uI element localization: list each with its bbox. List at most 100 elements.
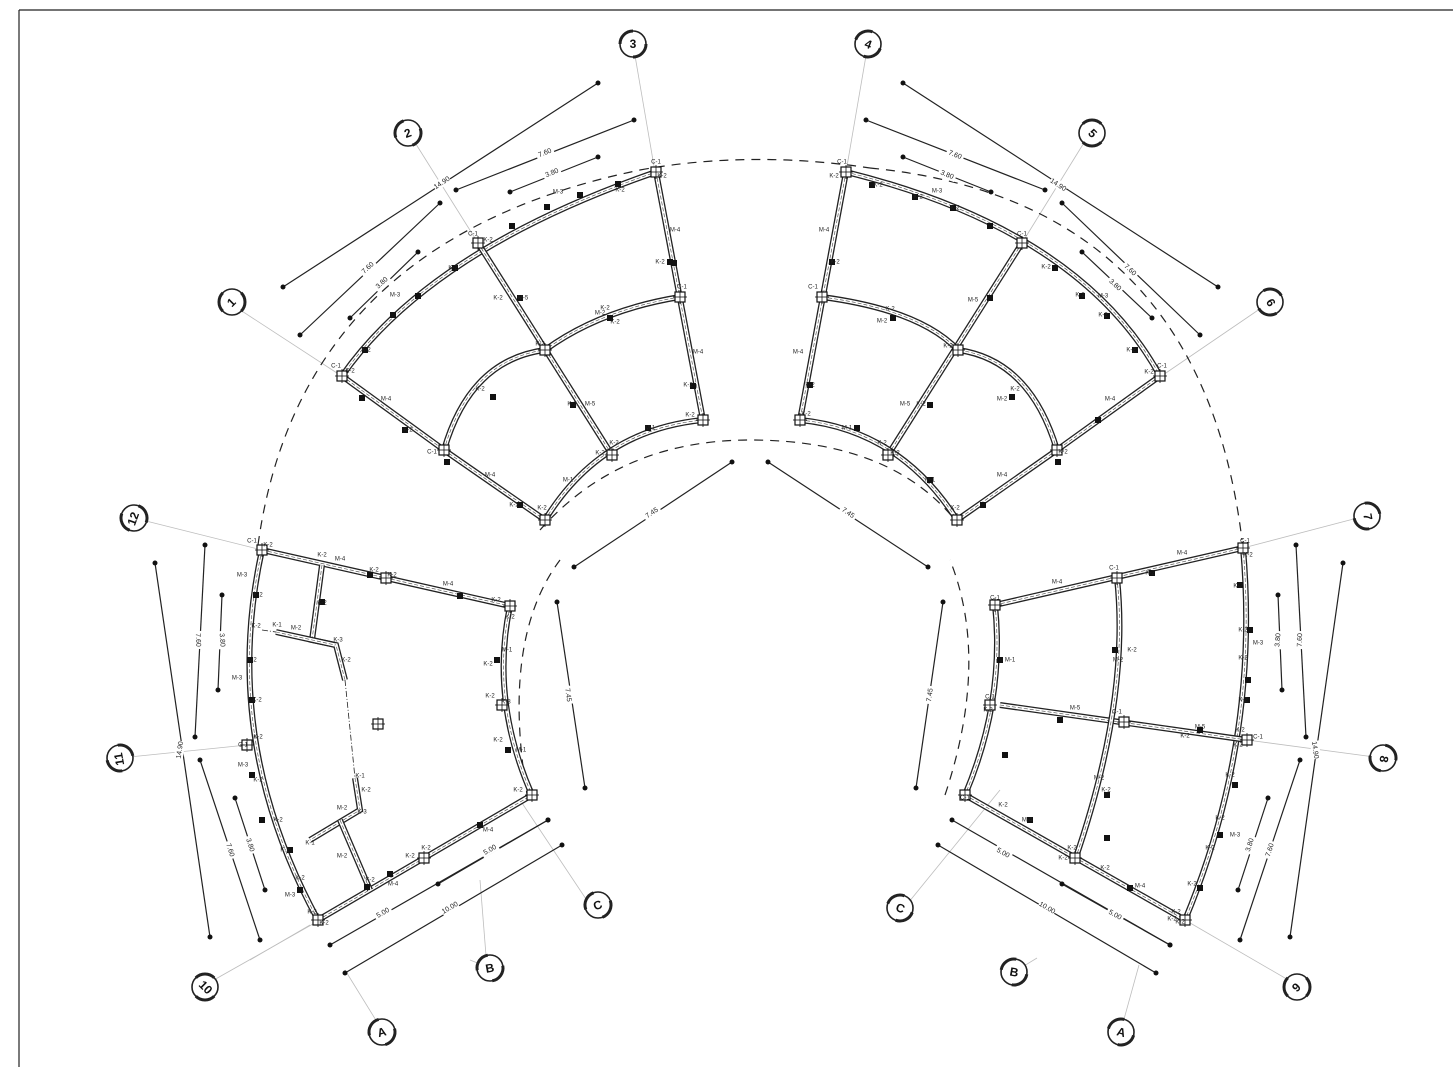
wall-centerline: [249, 549, 319, 921]
wall-centerline: [341, 375, 445, 451]
dimension-label-bg: [217, 630, 228, 650]
element-mark: K-3: [333, 638, 343, 644]
dimension-label: 3.80: [1245, 837, 1256, 852]
dimension-end: [1265, 795, 1271, 801]
element-mark: K-2: [535, 342, 545, 348]
beam-block: [615, 181, 621, 187]
dimension-label-bg: [1242, 834, 1257, 855]
dashed-guide-arc: [639, 158, 871, 171]
beam-block: [1055, 459, 1061, 465]
element-mark: K-2: [1127, 648, 1137, 654]
element-mark: C-1: [1240, 539, 1250, 545]
element-mark: K-2: [1041, 265, 1051, 271]
dimension-label-bg: [1037, 899, 1058, 916]
element-mark: K-2: [890, 451, 900, 457]
element-mark: K-2: [251, 624, 261, 630]
element-mark: K-2: [421, 846, 431, 852]
grid-bubble-accent: [1081, 118, 1103, 125]
element-mark: M-4: [483, 828, 494, 834]
dimension-label-bg: [243, 834, 258, 855]
element-mark: K-2: [1187, 882, 1197, 888]
wall-centerline: [1074, 577, 1120, 861]
grid-bubble-accent: [137, 504, 149, 523]
element-mark: K-2: [1180, 734, 1190, 740]
element-mark: K-2: [1238, 656, 1248, 662]
element-mark: C-1: [651, 160, 661, 166]
beam-block: [359, 395, 365, 401]
wall-centerline: [339, 819, 371, 891]
element-mark: K-2: [505, 615, 515, 621]
element-mark: C-1: [247, 539, 257, 545]
dimension-end: [595, 154, 601, 160]
element-mark: K-2: [1233, 743, 1243, 749]
wall-centerline: [341, 171, 657, 377]
grid-line: [1242, 515, 1366, 549]
element-mark: M-1: [645, 426, 656, 432]
element-mark: K-2: [657, 174, 667, 180]
dimension-end: [1153, 970, 1159, 976]
element-mark: K-2: [609, 441, 619, 447]
dimension-end: [262, 887, 268, 893]
element-mark: K-2: [403, 428, 413, 434]
beam-block: [927, 402, 933, 408]
dashed-guide-arc: [539, 439, 956, 531]
dimension-end: [327, 942, 333, 948]
dimension-end: [453, 187, 459, 193]
grid-bubble-accent: [1117, 1034, 1136, 1047]
dimension-label-bg: [1262, 839, 1277, 860]
beam-block: [1244, 697, 1250, 703]
wall-core: [799, 418, 959, 521]
element-mark: K-2: [1101, 788, 1111, 794]
beam-block: [854, 425, 860, 431]
grid-bubble-accent: [491, 965, 505, 983]
element-mark: C-1: [837, 160, 847, 166]
grid-line: [479, 879, 488, 969]
element-mark: K-2: [493, 738, 503, 744]
element-mark: K-2: [307, 910, 317, 916]
beam-block: [319, 599, 325, 605]
element-mark: K-2: [295, 876, 305, 882]
dimension-label-bg: [937, 166, 958, 183]
beam-block: [452, 265, 458, 271]
dimension-end: [215, 687, 221, 693]
grid-bubble-label: 2: [402, 125, 413, 141]
dimension-label-bg: [534, 144, 555, 161]
element-mark: M-3: [390, 293, 401, 299]
beam-block: [1237, 582, 1243, 588]
beam-block: [1095, 417, 1101, 423]
grid-bubble-accent: [217, 291, 224, 313]
element-mark: K-2: [830, 260, 840, 266]
wall-centerline: [503, 605, 533, 796]
beam-block: [490, 394, 496, 400]
wall-core: [543, 418, 704, 521]
grid-bubble-accent: [1081, 141, 1103, 148]
beam-block: [1002, 752, 1008, 758]
element-mark: M-1: [1005, 658, 1016, 664]
element-mark: K-2: [537, 506, 547, 512]
element-mark: M-4: [819, 228, 830, 234]
beam-block: [287, 847, 293, 853]
element-mark: M-3: [232, 676, 243, 682]
element-mark: K-2: [1067, 846, 1077, 852]
dimension-label-bg: [1120, 260, 1140, 280]
dimension-end: [582, 785, 588, 791]
dimension-label-bg: [1105, 275, 1125, 295]
dimension-end: [595, 80, 601, 86]
dimension-label: 7.60: [947, 150, 962, 162]
dimension-label: 14.90: [1310, 741, 1319, 759]
grid-bubble-label: B: [1009, 965, 1020, 980]
element-mark: M-3: [237, 573, 248, 579]
dimension-end: [554, 599, 560, 605]
grid-bubble-accent: [119, 513, 131, 532]
dimension-end: [863, 117, 869, 123]
beam-block: [387, 871, 393, 877]
element-mark: K-2: [253, 593, 263, 599]
element-mark: K-2: [600, 306, 610, 312]
dimension-end: [1287, 934, 1293, 940]
element-mark: K-2: [801, 412, 811, 418]
dimension-label: 3.80: [218, 633, 226, 647]
element-mark: K-2: [655, 260, 665, 266]
wall-centerline: [999, 704, 1248, 741]
